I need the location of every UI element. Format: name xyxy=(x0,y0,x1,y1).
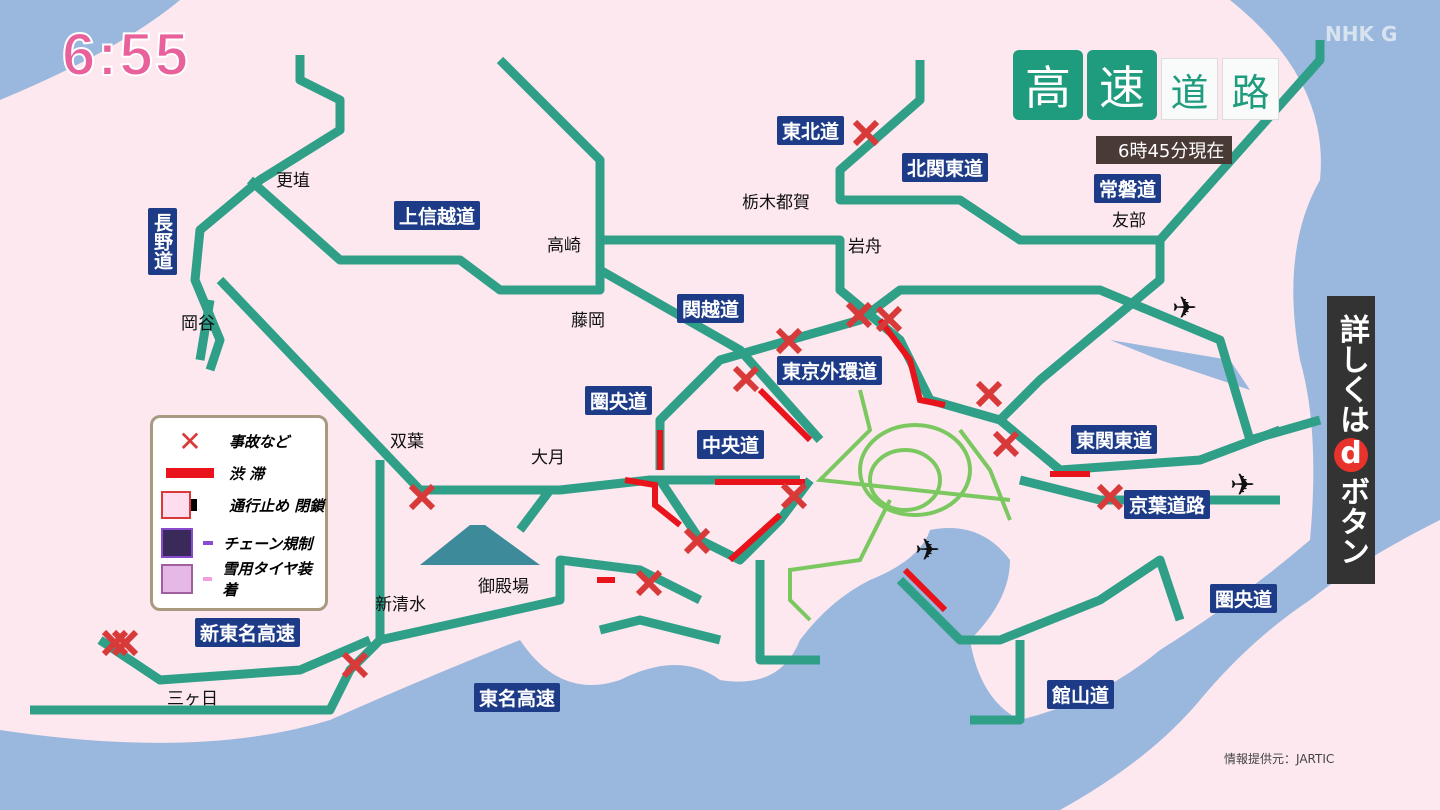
svg-text:✈: ✈ xyxy=(915,533,940,568)
legend-label: 雪用タイヤ装着 xyxy=(222,560,312,599)
place-name: 高崎 xyxy=(547,236,581,256)
title-char: 速 xyxy=(1087,50,1157,120)
tokyo-metro-expressway xyxy=(788,389,1012,622)
d-button-icon: d xyxy=(1334,438,1368,472)
legend: ✕ 事故など 渋 滞 通行止め 閉鎖 チェーン規制 雪用タイヤ装着 xyxy=(150,415,328,611)
title-char: 高 xyxy=(1013,50,1083,120)
airport-icons: ✈ ✈ ✈ xyxy=(915,291,1255,568)
clock: 6:55 xyxy=(61,20,191,89)
place-name: 新清水 xyxy=(375,595,426,615)
side-text: ボタン xyxy=(1334,476,1369,566)
snow-tire-icon xyxy=(161,564,193,594)
road-label: 圏央道 xyxy=(1210,584,1278,613)
road-network xyxy=(30,40,1325,725)
road-label: 圏央道 xyxy=(585,386,653,415)
accident-x-icon: ✕ xyxy=(178,424,202,458)
place-name: 友部 xyxy=(1112,211,1146,231)
place-name: 双葉 xyxy=(390,432,424,452)
road-label: 上信越道 xyxy=(394,201,481,230)
place-name: 岡谷 xyxy=(181,314,215,334)
road-label: 館山道 xyxy=(1047,680,1115,709)
side-text: 詳しくは xyxy=(1334,314,1369,434)
svg-text:✈: ✈ xyxy=(1172,291,1197,326)
legend-label: チェーン規制 xyxy=(223,534,313,553)
place-name: 岩舟 xyxy=(848,237,882,257)
road-label: 常磐道 xyxy=(1094,174,1162,203)
accident-markers xyxy=(101,119,1124,679)
place-name: 栃木都賀 xyxy=(742,193,810,213)
road-label: 北関東道 xyxy=(902,153,989,182)
place-name: 大月 xyxy=(531,448,565,468)
place-name: 三ヶ日 xyxy=(167,689,218,709)
title-char: 路 xyxy=(1222,58,1279,120)
chain-regulation-icon xyxy=(161,528,193,558)
legend-label: 事故など xyxy=(229,432,290,451)
road-label: 中央道 xyxy=(697,430,765,459)
place-name: 藤岡 xyxy=(571,311,605,331)
legend-label: 通行止め 閉鎖 xyxy=(229,496,325,515)
congestion-segments xyxy=(597,318,1090,613)
road-label: 長野道 xyxy=(148,208,177,275)
as-of-time: 6時45分現在 xyxy=(1096,136,1233,164)
details-d-button-prompt: 詳しくは d ボタン xyxy=(1327,296,1375,584)
broadcaster-logo: NHK G xyxy=(1325,22,1398,46)
road-label: 東関東道 xyxy=(1071,425,1158,454)
legend-label: 渋 滞 xyxy=(229,464,265,483)
svg-text:✈: ✈ xyxy=(1230,468,1255,503)
mt-fuji-icon xyxy=(420,525,540,565)
closure-icon xyxy=(161,491,191,519)
road-label: 東北道 xyxy=(777,116,845,145)
credit: 情報提供元：JARTIC xyxy=(1224,752,1335,766)
congestion-bar-icon xyxy=(166,468,214,478)
title-char: 道 xyxy=(1161,58,1218,120)
road-label: 東京外環道 xyxy=(777,356,883,385)
road-label: 関越道 xyxy=(677,294,745,323)
road-label: 新東名高速 xyxy=(195,618,301,647)
place-name: 更埴 xyxy=(276,171,310,191)
road-label: 京葉道路 xyxy=(1124,490,1211,519)
place-name: 御殿場 xyxy=(478,577,529,597)
road-label: 東名高速 xyxy=(474,683,561,712)
page-title: 高 速 道 路 xyxy=(1013,50,1279,120)
